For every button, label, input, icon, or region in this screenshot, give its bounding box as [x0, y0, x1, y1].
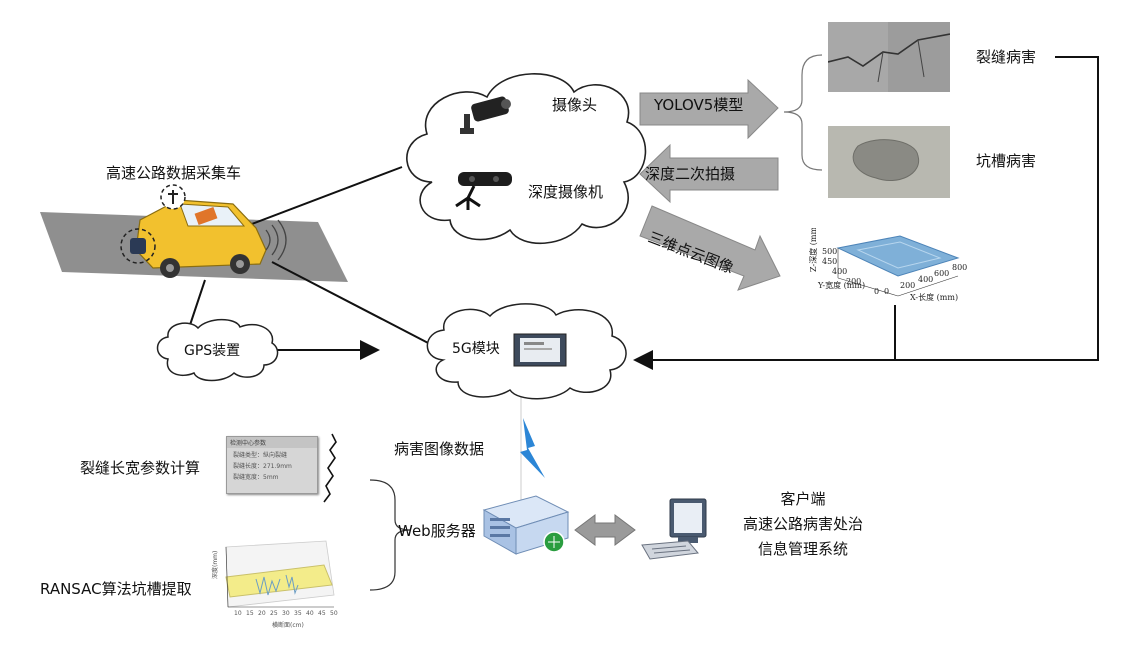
crack-window-row-label: 裂缝类型： — [233, 452, 264, 459]
ransac-zlabel: 深度(mm) — [211, 551, 219, 579]
pointcloud-x-tick: 400 — [918, 275, 933, 284]
client-title: 客户端 — [780, 490, 826, 508]
ransac-x-tick: 30 — [282, 610, 290, 617]
crack-window-row-value: 5mm — [263, 474, 279, 481]
pointcloud-z-tick: 450 — [822, 257, 837, 266]
yolo-bracket — [783, 54, 823, 171]
client-computer-icon — [641, 498, 707, 560]
pointcloud-x-tick: 600 — [934, 269, 949, 278]
crack-measurement-window: 检测中心参数 裂缝类型：纵向裂缝 裂缝长度：271.9mm 裂缝宽度：5mm — [226, 436, 318, 494]
car-to-gps-line — [189, 279, 206, 326]
pointcloud-y-tick: 0 — [874, 287, 879, 296]
crack-trace-icon — [323, 433, 337, 503]
crack-window-row-value: 271.9mm — [263, 463, 292, 470]
secondary-capture-label: 深度二次拍摄 — [645, 165, 736, 183]
camera-cloud — [406, 73, 647, 244]
ransac-x-tick: 40 — [306, 610, 314, 617]
client-system-line2: 信息管理系统 — [757, 540, 848, 558]
crack-window-row-label: 裂缝长度： — [233, 463, 264, 470]
ransac-x-tick: 35 — [294, 610, 302, 617]
depth-camera-label: 深度摄像机 — [528, 183, 604, 201]
5g-module-label: 5G模块 — [452, 341, 500, 357]
ransac-extraction-label: RANSAC算法坑槽提取 — [40, 580, 192, 598]
pothole-disease-label: 坑槽病害 — [976, 152, 1037, 170]
pointcloud-xlabel: X-长度 (mm) — [910, 292, 958, 302]
ransac-x-tick: 50 — [330, 610, 338, 617]
ransac-x-tick: 10 — [234, 610, 242, 617]
server-client-double-arrow — [574, 514, 636, 546]
pointcloud-z-tick: 500 — [822, 247, 837, 256]
pointcloud-x-tick: 0 — [884, 287, 889, 296]
gps-label: GPS装置 — [184, 343, 241, 359]
client-system-line1: 高速公路病害处治 — [742, 515, 863, 533]
secondary-capture-arrow — [639, 143, 779, 204]
pothole-photo — [828, 126, 950, 198]
crack-disease-label: 裂缝病害 — [976, 48, 1037, 66]
surveillance-camera-icon — [460, 96, 511, 134]
feedback-line-crack — [633, 56, 1099, 370]
ransac-plot: 深度(mm) 10 15 20 25 30 35 40 45 50 横断面(cm… — [211, 540, 338, 629]
crack-calc-label: 裂缝长宽参数计算 — [80, 459, 201, 477]
camera-label: 摄像头 — [552, 96, 598, 114]
yolo-arrow — [639, 78, 779, 140]
pointcloud-arrow — [639, 205, 781, 291]
web-server-label: Web服务器 — [398, 522, 476, 540]
pointcloud-x-tick: 200 — [900, 281, 915, 290]
pointcloud-y-tick: 200 — [846, 277, 861, 286]
crack-window-row-label: 裂缝宽度： — [233, 474, 264, 481]
gps-cloud — [156, 318, 279, 382]
crack-window-row-value: 纵向裂缝 — [263, 452, 288, 459]
web-server-icon — [482, 495, 570, 555]
pointcloud-surface — [836, 235, 960, 277]
yolo-model-label: YOLOV5模型 — [654, 96, 744, 114]
ransac-x-tick: 25 — [270, 610, 278, 617]
crack-window-title: 检测中心参数 — [227, 437, 317, 448]
collection-vehicle-icon — [120, 199, 287, 278]
wireless-lightning-icon — [520, 418, 545, 478]
car-to-5g-line — [271, 261, 433, 346]
disease-image-data-label: 病害图像数据 — [394, 440, 485, 458]
ransac-x-tick: 20 — [258, 610, 266, 617]
pointcloud-ylabel: Y-宽度 (mm) — [817, 280, 865, 290]
vehicle-label: 高速公路数据采集车 — [106, 164, 242, 182]
server-bracket — [369, 479, 411, 591]
ransac-xlabel: 横断面(cm) — [272, 621, 304, 629]
crack-photo — [828, 22, 950, 92]
pointcloud-y-tick: 400 — [832, 267, 847, 276]
depth-camera-icon — [455, 172, 512, 210]
pointcloud-x-tick: 800 — [952, 263, 967, 272]
gps-antenna-icon — [160, 184, 186, 210]
ransac-x-tick: 45 — [318, 610, 326, 617]
5g-module-chip-icon — [513, 333, 567, 367]
pointcloud-plot: Z-深度 (mm) 500 450 400 200 Y-宽度 (mm) 0 0 … — [808, 228, 967, 302]
pointcloud-zlabel: Z-深度 (mm) — [808, 228, 818, 272]
ransac-x-tick: 15 — [246, 610, 254, 617]
